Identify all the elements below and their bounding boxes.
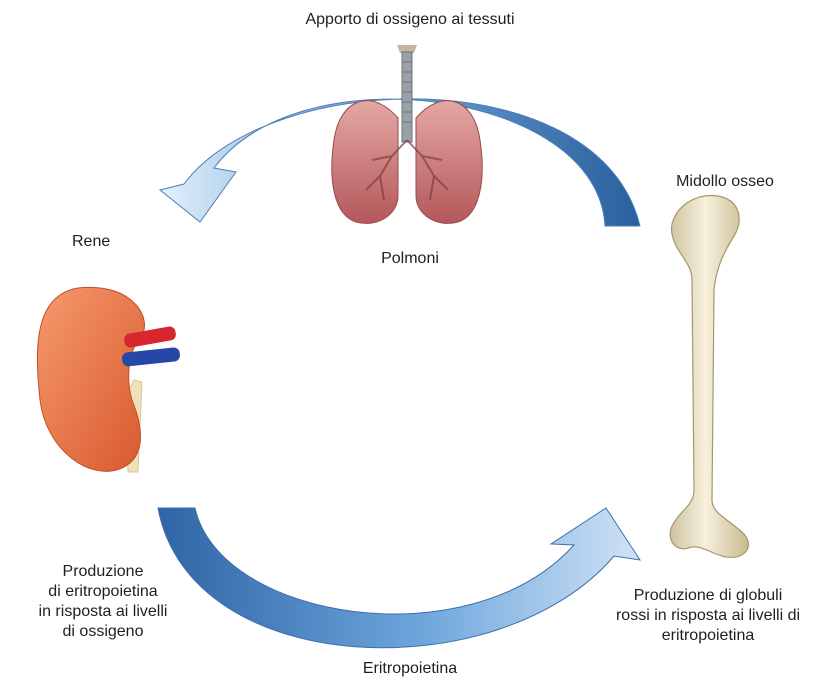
kidney-caption-line: Produzione <box>18 562 188 582</box>
marrow-caption-line: rossi in risposta ai livelli di <box>600 606 816 626</box>
marrow-caption-line: Produzione di globuli <box>600 586 816 606</box>
kidney-caption-line: in risposta ai livelli <box>18 602 188 622</box>
lungs-label: Polmoni <box>340 249 480 269</box>
kidney-icon <box>37 287 180 472</box>
top-cycle-arrow-icon <box>160 99 640 226</box>
marrow-caption: Produzione di globuli rossi in risposta … <box>600 586 816 646</box>
lungs-icon <box>332 45 482 223</box>
kidney-caption: Produzione di eritropoietina in risposta… <box>18 562 188 642</box>
bone-marrow-label: Midollo osseo <box>650 172 800 192</box>
femur-bone-icon <box>670 196 748 558</box>
kidney-label: Rene <box>72 232 110 252</box>
kidney-caption-line: di eritropoietina <box>18 582 188 602</box>
kidney-caption-line: di ossigeno <box>18 622 188 642</box>
marrow-caption-line: eritropoietina <box>600 626 816 646</box>
epo-label: Eritropoietina <box>320 659 500 679</box>
bottom-cycle-arrow-icon <box>158 508 640 648</box>
diagram-title: Apporto di ossigeno ai tessuti <box>250 10 570 30</box>
